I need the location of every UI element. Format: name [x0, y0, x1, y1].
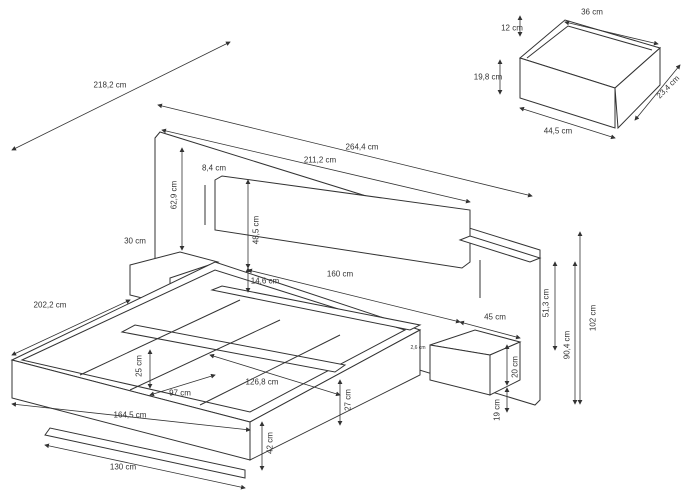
drawer-width-label: 36 cm: [581, 7, 603, 17]
inner-width-label: 97 cm: [169, 388, 191, 398]
left-nightstand: [129, 251, 220, 306]
mattress-width-label: 160 cm: [326, 269, 354, 279]
nightstand-floor-gap-label: 19 cm: [492, 399, 502, 421]
frame-height-label: 27 cm: [343, 389, 353, 411]
dimension-lines: [11, 15, 681, 490]
top-thickness-label: 2,6 cm: [410, 345, 426, 351]
floor-to-top-label: 42 cm: [265, 432, 275, 454]
drawer-front-height-label: 19,8 cm: [473, 72, 503, 82]
panel-height-label: 90,4 cm: [562, 330, 572, 360]
slat-height-label: 25 cm: [134, 355, 144, 377]
side-panel-height-label: 62,9 cm: [169, 180, 179, 210]
total-height-label: 102 cm: [588, 304, 598, 332]
frame-width-label: 164,5 cm: [113, 410, 147, 420]
board-gap-label: 14,6 cm: [250, 276, 280, 286]
nightstand-width-label: 45 cm: [484, 312, 506, 322]
headboard-height-label: 48,5 cm: [251, 215, 261, 245]
drawer-front-width-label: 44,5 cm: [543, 126, 573, 136]
total-width-label: 264,4 cm: [345, 142, 379, 152]
bed-length-label: 202,2 cm: [33, 300, 67, 310]
plinth-width-label: 130 cm: [109, 462, 137, 472]
drawer-side-height-label: 12 cm: [501, 23, 523, 33]
drawer: [518, 19, 662, 130]
nightstand-height-label: 20 cm: [510, 356, 520, 378]
headboard-width-label: 211,2 cm: [303, 155, 337, 165]
inner-length-label: 126,8 cm: [245, 377, 279, 387]
nightstand-depth-label: 30 cm: [124, 236, 146, 246]
diag-height-label: 218,2 cm: [93, 80, 127, 90]
side-panel-lower-label: 51,3 cm: [541, 288, 551, 318]
panel-offset-label: 8,4 cm: [201, 163, 227, 173]
